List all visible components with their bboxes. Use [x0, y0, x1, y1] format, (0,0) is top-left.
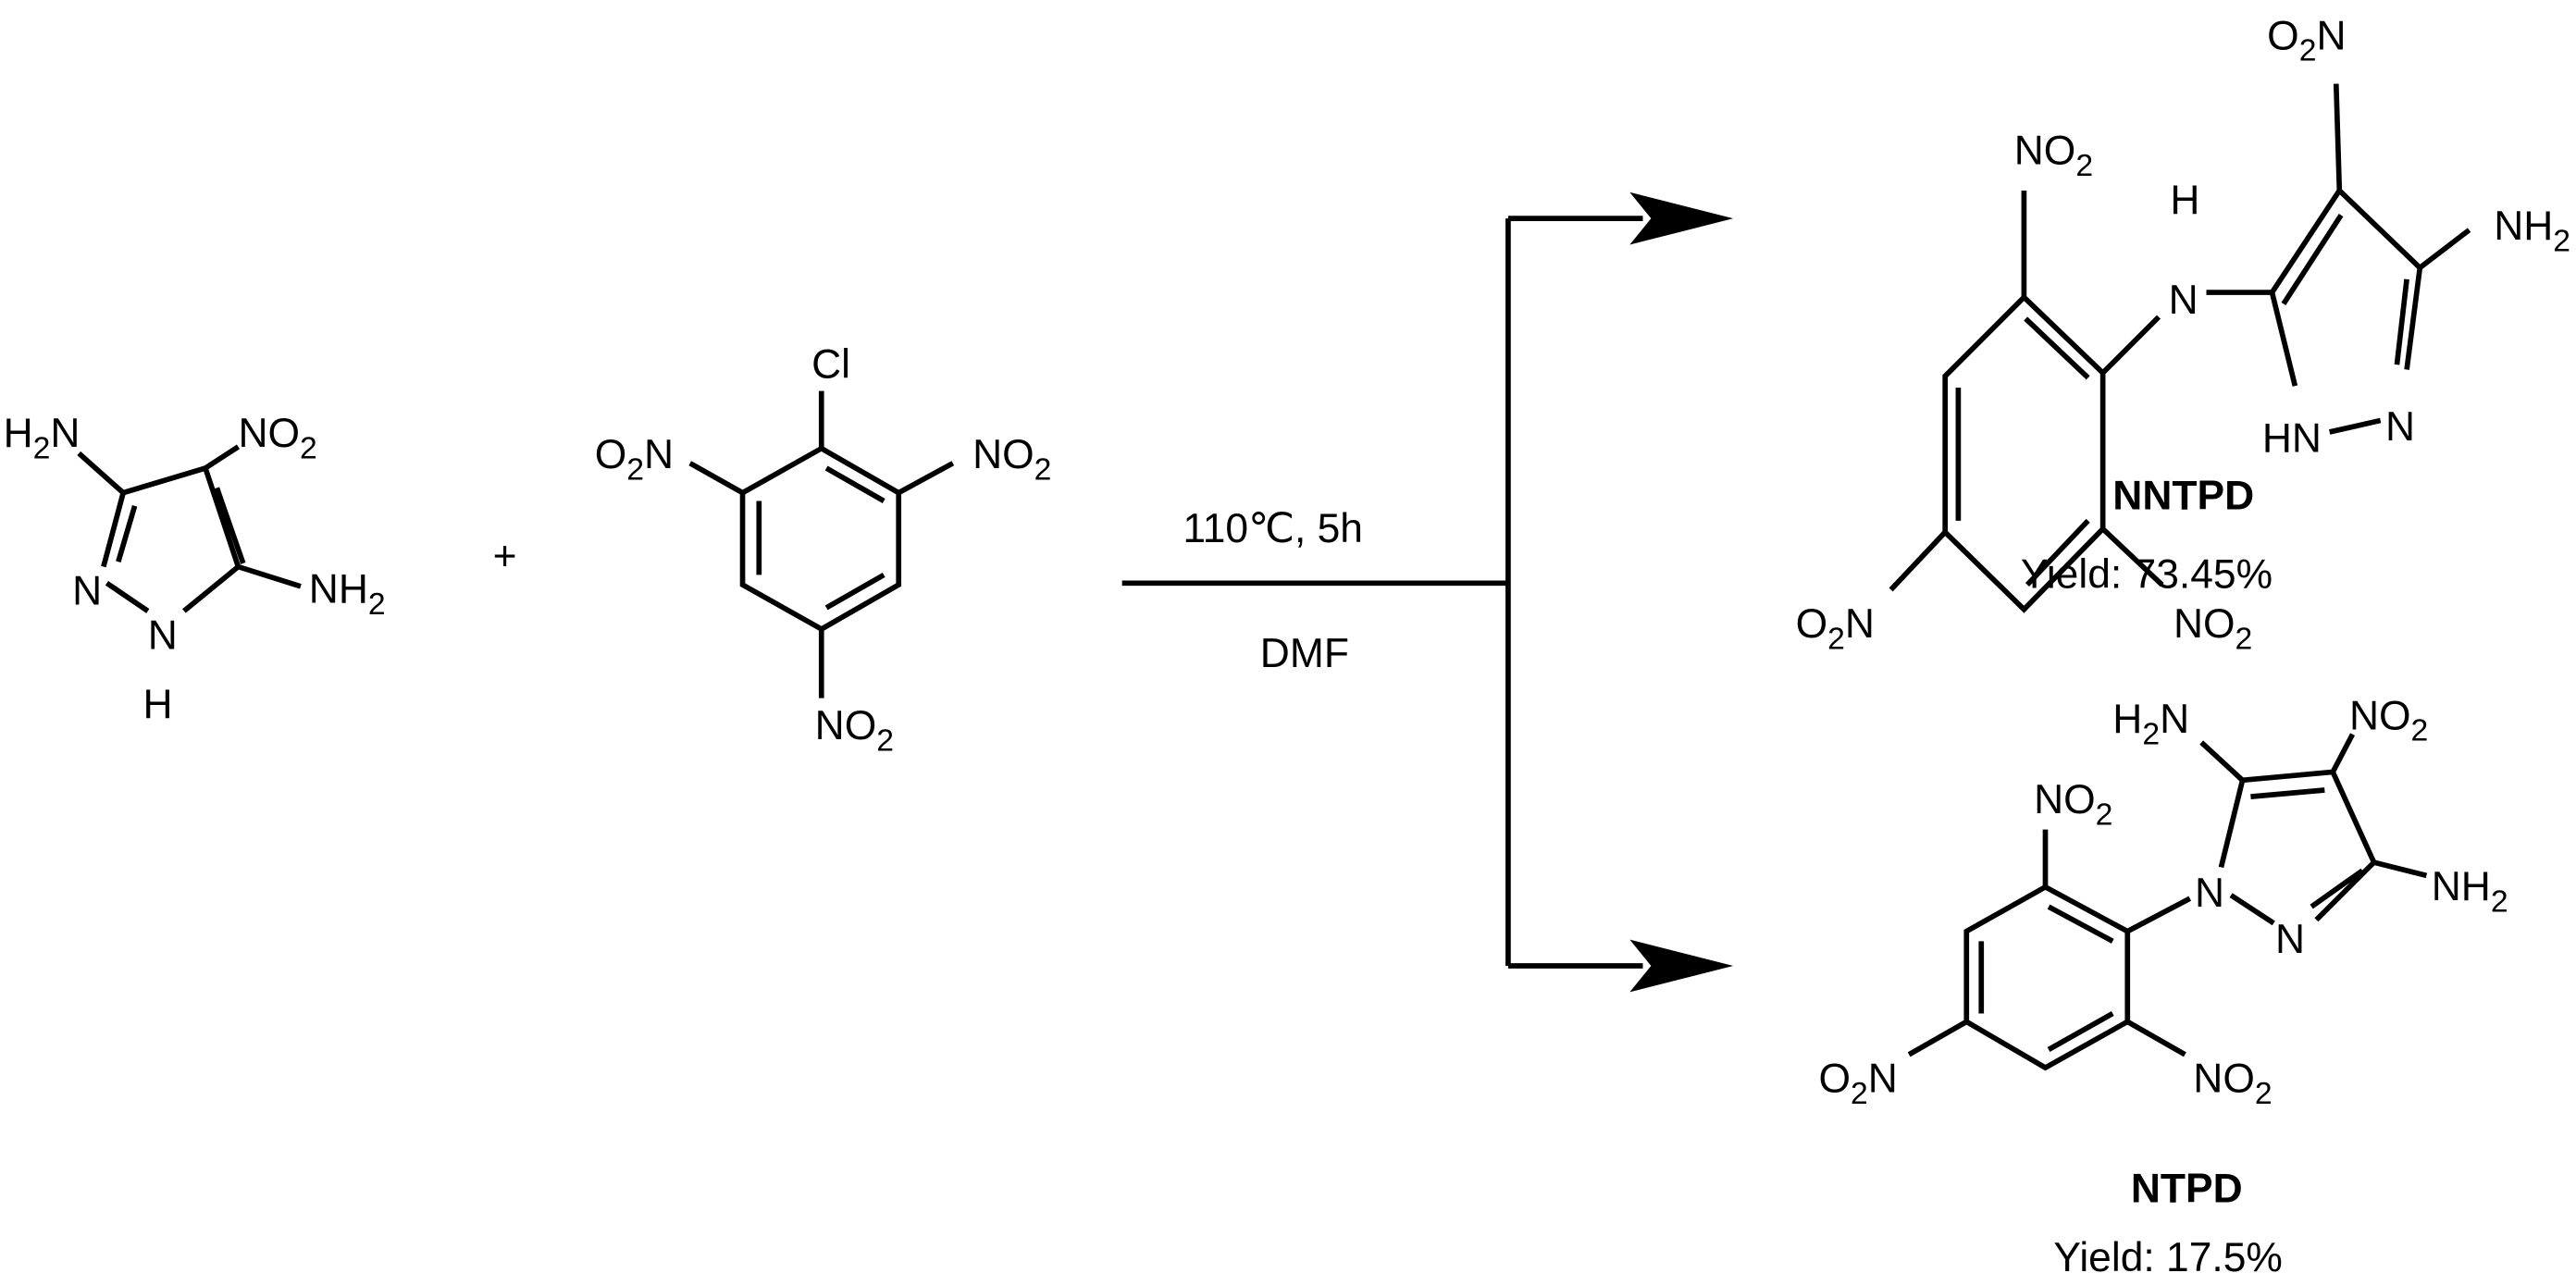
nitro-label: NO2 — [815, 703, 894, 758]
plus-sign: + — [493, 534, 517, 579]
yield-label: Yield: 17.5% — [2053, 1235, 2283, 1273]
arrowhead-bottom — [1629, 939, 1734, 993]
bond — [688, 390, 955, 698]
nitro-label: O2N — [2267, 13, 2346, 68]
nitro-label: NO2 — [2193, 1057, 2272, 1111]
yield-label: Yield: 73.45% — [2021, 552, 2273, 598]
nitro-label: NO2 — [2174, 601, 2252, 656]
amino-label: H2N — [2112, 697, 2189, 751]
nitro-label: NO2 — [2034, 777, 2112, 832]
nitro-label: NO2 — [238, 411, 316, 465]
bond — [1889, 83, 2471, 613]
bond — [77, 444, 302, 613]
reaction-arrow: 110℃, 5h DMF — [1121, 192, 1734, 993]
ring-nitrogen-label: N — [72, 568, 102, 613]
compound-name: NNTPD — [2112, 473, 2254, 518]
arrowhead-top — [1629, 192, 1734, 245]
reactant-picryl-chloride: Cl O2N NO2 NO2 — [595, 341, 1052, 758]
amine-nitrogen-label: N — [2169, 278, 2198, 323]
nitro-label: NO2 — [2349, 693, 2428, 748]
nitro-label: O2N — [1818, 1057, 1897, 1111]
chlorine-label: Cl — [811, 341, 850, 387]
ring-nitrogen-label: N — [2195, 871, 2224, 916]
amino-label: H2N — [4, 411, 80, 465]
nitro-label: NO2 — [2014, 129, 2093, 183]
hydrogen-label: H — [142, 682, 172, 727]
ring-nh-label: HN — [2262, 415, 2322, 461]
product-nntpd: NO2 O2N NO2 H N O2N NH2 HN N NNTPD Yield… — [1796, 13, 2570, 656]
arrow-line — [1121, 216, 1643, 969]
amino-label: NH2 — [2432, 864, 2508, 919]
reactant-diaminonitropyrazole: H2N NO2 NH2 N N H — [4, 411, 386, 727]
bond — [1907, 733, 2428, 1071]
compound-name: NTPD — [2131, 1167, 2243, 1212]
product-ntpd: NO2 O2N NO2 H2N NO2 NH2 N N NTPD Yield: … — [1818, 693, 2508, 1273]
ring-nitrogen-label: N — [2275, 917, 2305, 962]
amino-label: NH2 — [2494, 204, 2570, 258]
ring-nitrogen-label: N — [148, 612, 178, 658]
nitro-label: NO2 — [972, 432, 1051, 487]
reaction-solvent: DMF — [1260, 631, 1349, 676]
nitro-label: O2N — [1796, 601, 1875, 656]
hydrogen-label: H — [2170, 178, 2199, 223]
reaction-temperature-time: 110℃, 5h — [1183, 506, 1363, 551]
nitro-label: O2N — [595, 432, 674, 487]
amino-label: NH2 — [309, 567, 386, 622]
ring-nitrogen-label: N — [2385, 404, 2415, 450]
